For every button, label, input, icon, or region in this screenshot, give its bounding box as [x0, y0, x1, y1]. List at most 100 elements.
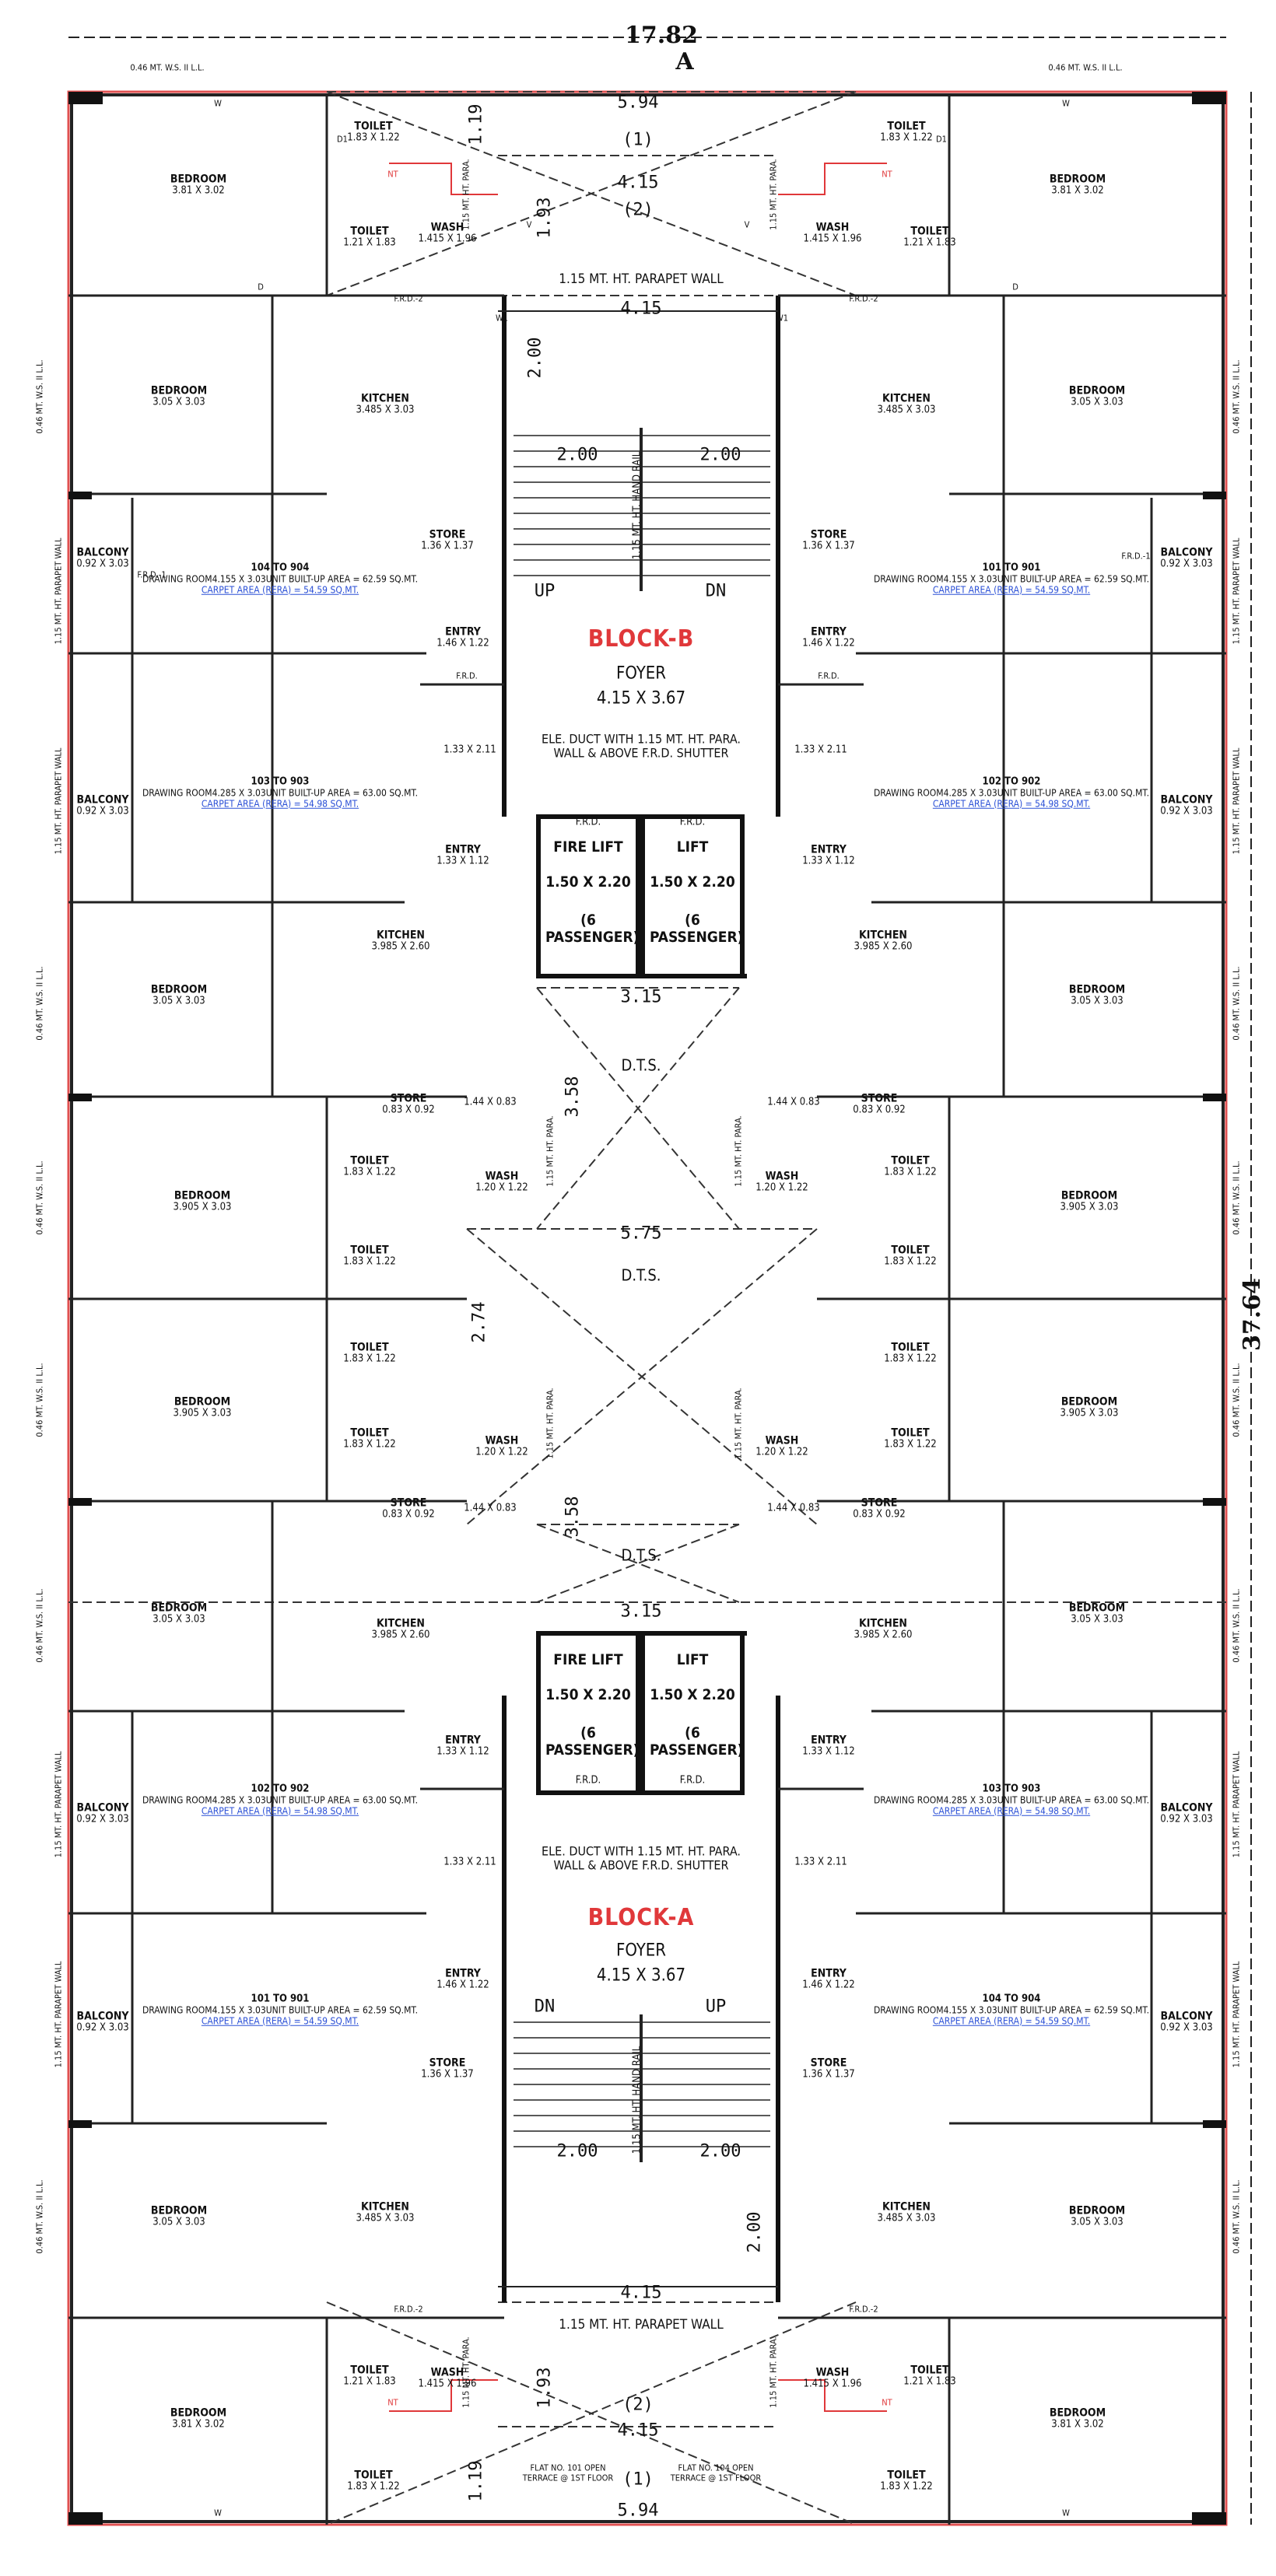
parapet-left-3: 1.15 MT. HT. PARAPET WALL — [53, 1751, 64, 1858]
wsll-left-4: 0.46 MT. W.S. II L.L. — [34, 1363, 45, 1437]
parapet-right-1: 1.15 MT. HT. PARAPET WALL — [1231, 537, 1242, 645]
lift-b-size: 1.50 X 2.20 — [650, 873, 735, 891]
frd2-br: F.R.D.-2 — [849, 2304, 878, 2315]
mark-d1-tl: D1 — [337, 134, 348, 145]
dts-3: D.T.S. — [621, 1545, 661, 1565]
parapet-right-4: 1.15 MT. HT. PARAPET WALL — [1231, 1961, 1242, 2068]
lift-a-size: 1.50 X 2.20 — [650, 1686, 735, 1704]
block-b-title: BLOCK-B — [587, 625, 695, 653]
stair-gap-bottom: 2.00 — [745, 2211, 765, 2253]
lift-a-cap: (6 PASSENGER) — [650, 1724, 744, 1759]
wsll-left-2: 0.46 MT. W.S. II L.L. — [34, 966, 45, 1041]
wsll-right-4: 0.46 MT. W.S. II L.L. — [1231, 1363, 1242, 1437]
mark-nt-tr: NT — [882, 169, 892, 180]
mark-nt-tl: NT — [387, 169, 398, 180]
parapet-left-4: 1.15 MT. HT. PARAPET WALL — [53, 1961, 64, 2068]
frd2-tl: F.R.D.-2 — [394, 293, 423, 304]
frd1-b-right: F.R.D.-1 — [1121, 551, 1151, 562]
wsll-top-right: 0.46 MT. W.S. II L.L. — [1048, 62, 1123, 73]
lift-a: LIFT — [676, 1651, 709, 1669]
para-short-tl: 1.15 MT. HT. PARA. — [461, 159, 471, 230]
core-mid-dim: 5.75 — [620, 1223, 662, 1244]
bottom-width-dim-2: 4.15 — [620, 2283, 662, 2303]
top-width-bottom: 5.94 — [617, 2501, 659, 2521]
dts-1: D.T.S. — [621, 1055, 661, 1075]
outer-wall — [70, 93, 1225, 2523]
frd-b-right: F.R.D. — [679, 816, 706, 828]
terrace-left: FLAT NO. 101 OPEN TERRACE @ 1ST FLOOR — [522, 2462, 614, 2483]
dts-2: D.T.S. — [621, 1265, 661, 1285]
lobby-b-left: 1.33 X 2.11 — [443, 744, 496, 756]
wsll-left-5: 0.46 MT. W.S. II L.L. — [34, 1588, 45, 1663]
block-a-foyer: FOYER — [615, 1941, 667, 1961]
frd-entry-tr: F.R.D. — [818, 670, 840, 681]
second-width-dim: 4.15 — [617, 173, 659, 193]
para-short-br: 1.15 MT. HT. PARA. — [768, 2336, 779, 2408]
lobby-b-right: 1.33 X 2.11 — [794, 744, 847, 756]
para-short-mr: 1.15 MT. HT. PARA. — [733, 1115, 744, 1187]
stair-right-dim-a: 2.00 — [699, 2141, 741, 2161]
block-a-up: UP — [705, 1997, 727, 2017]
mark-w-tr: W — [1062, 98, 1070, 109]
parapet-right-2: 1.15 MT. HT. PARAPET WALL — [1231, 747, 1242, 855]
mark-w-tl: W — [214, 98, 222, 109]
wsll-right-1: 0.46 MT. W.S. II L.L. — [1231, 359, 1242, 434]
parapet-bottom: 1.15 MT. HT. PARAPET WALL — [559, 2317, 724, 2333]
para-short-mr2: 1.15 MT. HT. PARA. — [733, 1388, 744, 1459]
num-1-bottom: (1) — [622, 2469, 654, 2490]
frd-a-left: F.R.D. — [575, 1774, 601, 1787]
wsll-right-3: 0.46 MT. W.S. II L.L. — [1231, 1160, 1242, 1235]
stair-left-dim-a: 2.00 — [556, 2141, 598, 2161]
mark-w-bl: W — [214, 2508, 222, 2518]
mark-d-tr: D — [1012, 282, 1018, 292]
block-a-foyer-size: 4.15 X 3.67 — [596, 1965, 686, 1986]
stair-left-dim: 2.00 — [556, 445, 598, 465]
mark-nt-bl: NT — [387, 2397, 398, 2408]
section-marker: A — [675, 47, 694, 75]
frd1-b-left: F.R.D.-1 — [137, 569, 167, 580]
wsll-right-6: 0.46 MT. W.S. II L.L. — [1231, 2179, 1242, 2254]
fire-lift-b-size: 1.50 X 2.20 — [545, 873, 631, 891]
top-width-dim-2: 4.15 — [620, 299, 662, 319]
